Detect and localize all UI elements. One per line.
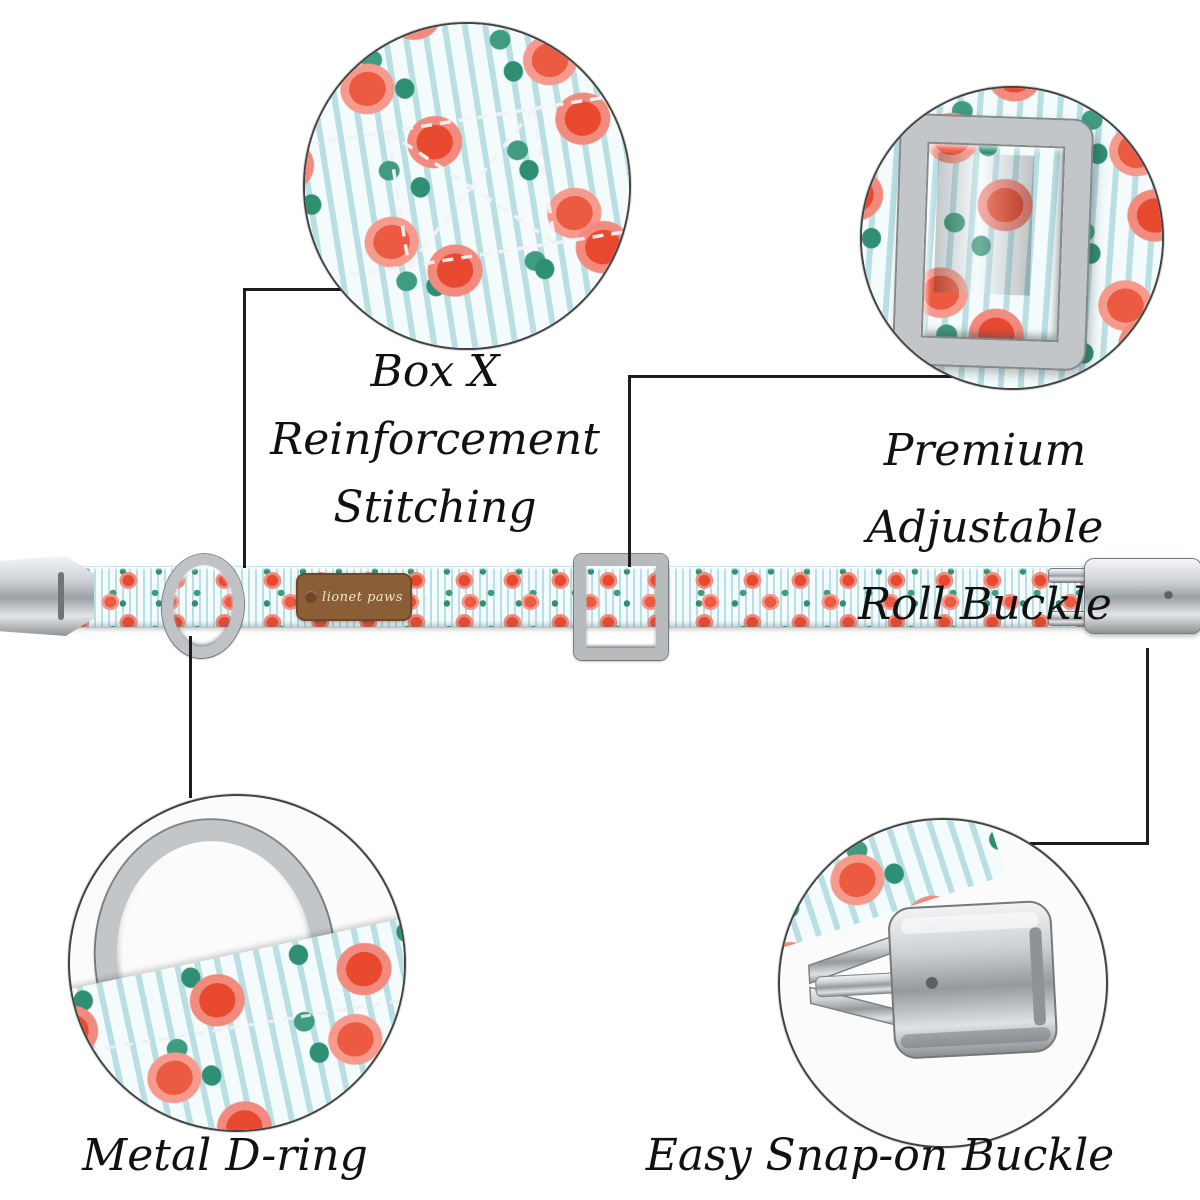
buckle-screw (1164, 590, 1173, 599)
connector-roll-vertical (628, 375, 631, 567)
roll-buckle-callout (860, 86, 1164, 390)
brand-tag-label: lionet paws (322, 589, 403, 605)
buckle-male-right (1084, 558, 1200, 634)
paw-logo-icon (305, 591, 318, 603)
connector-stitching-horizontal (243, 288, 343, 291)
connector-roll-horizontal (628, 375, 955, 378)
buckle-slot (58, 572, 64, 620)
stitching-detail-callout (303, 22, 631, 350)
slide-adjuster-buckle (574, 554, 668, 660)
d-ring-label: Metal D-ring (55, 1122, 395, 1190)
roll-buckle-label: Premium Adjustable Roll Buckle (770, 412, 1200, 643)
connector-snap-vertical (1146, 648, 1149, 845)
connector-stitching-vertical (243, 288, 246, 568)
edge-stitching-graphic (70, 998, 404, 1056)
snap-buckle-label-text: Easy Snap-on Buckle (645, 1130, 1115, 1181)
connector-dring-vertical (189, 636, 192, 798)
brand-tag: lionet paws (296, 573, 412, 621)
box-x-stitching-graphic (308, 95, 627, 281)
stitching-label-line2: Stitching (333, 482, 537, 534)
buckle-female-left (0, 556, 94, 636)
stitching-label: Box X Reinforcement Stitching (205, 338, 665, 543)
d-ring-callout (68, 794, 406, 1132)
roll-buckle-frame (893, 114, 1093, 370)
d-ring-label-text: Metal D-ring (82, 1130, 368, 1181)
stitching-label-line1: Box X Reinforcement (270, 346, 600, 466)
connector-snap-horizontal (1030, 842, 1149, 845)
roll-buckle-label-line2: Roll Buckle (858, 579, 1112, 630)
snap-buckle-graphic (808, 900, 1058, 1059)
roll-buckle-label-line1: Premium Adjustable (866, 425, 1104, 553)
snap-buckle-label: Easy Snap-on Buckle (610, 1122, 1150, 1190)
snap-buckle-callout (778, 818, 1108, 1148)
